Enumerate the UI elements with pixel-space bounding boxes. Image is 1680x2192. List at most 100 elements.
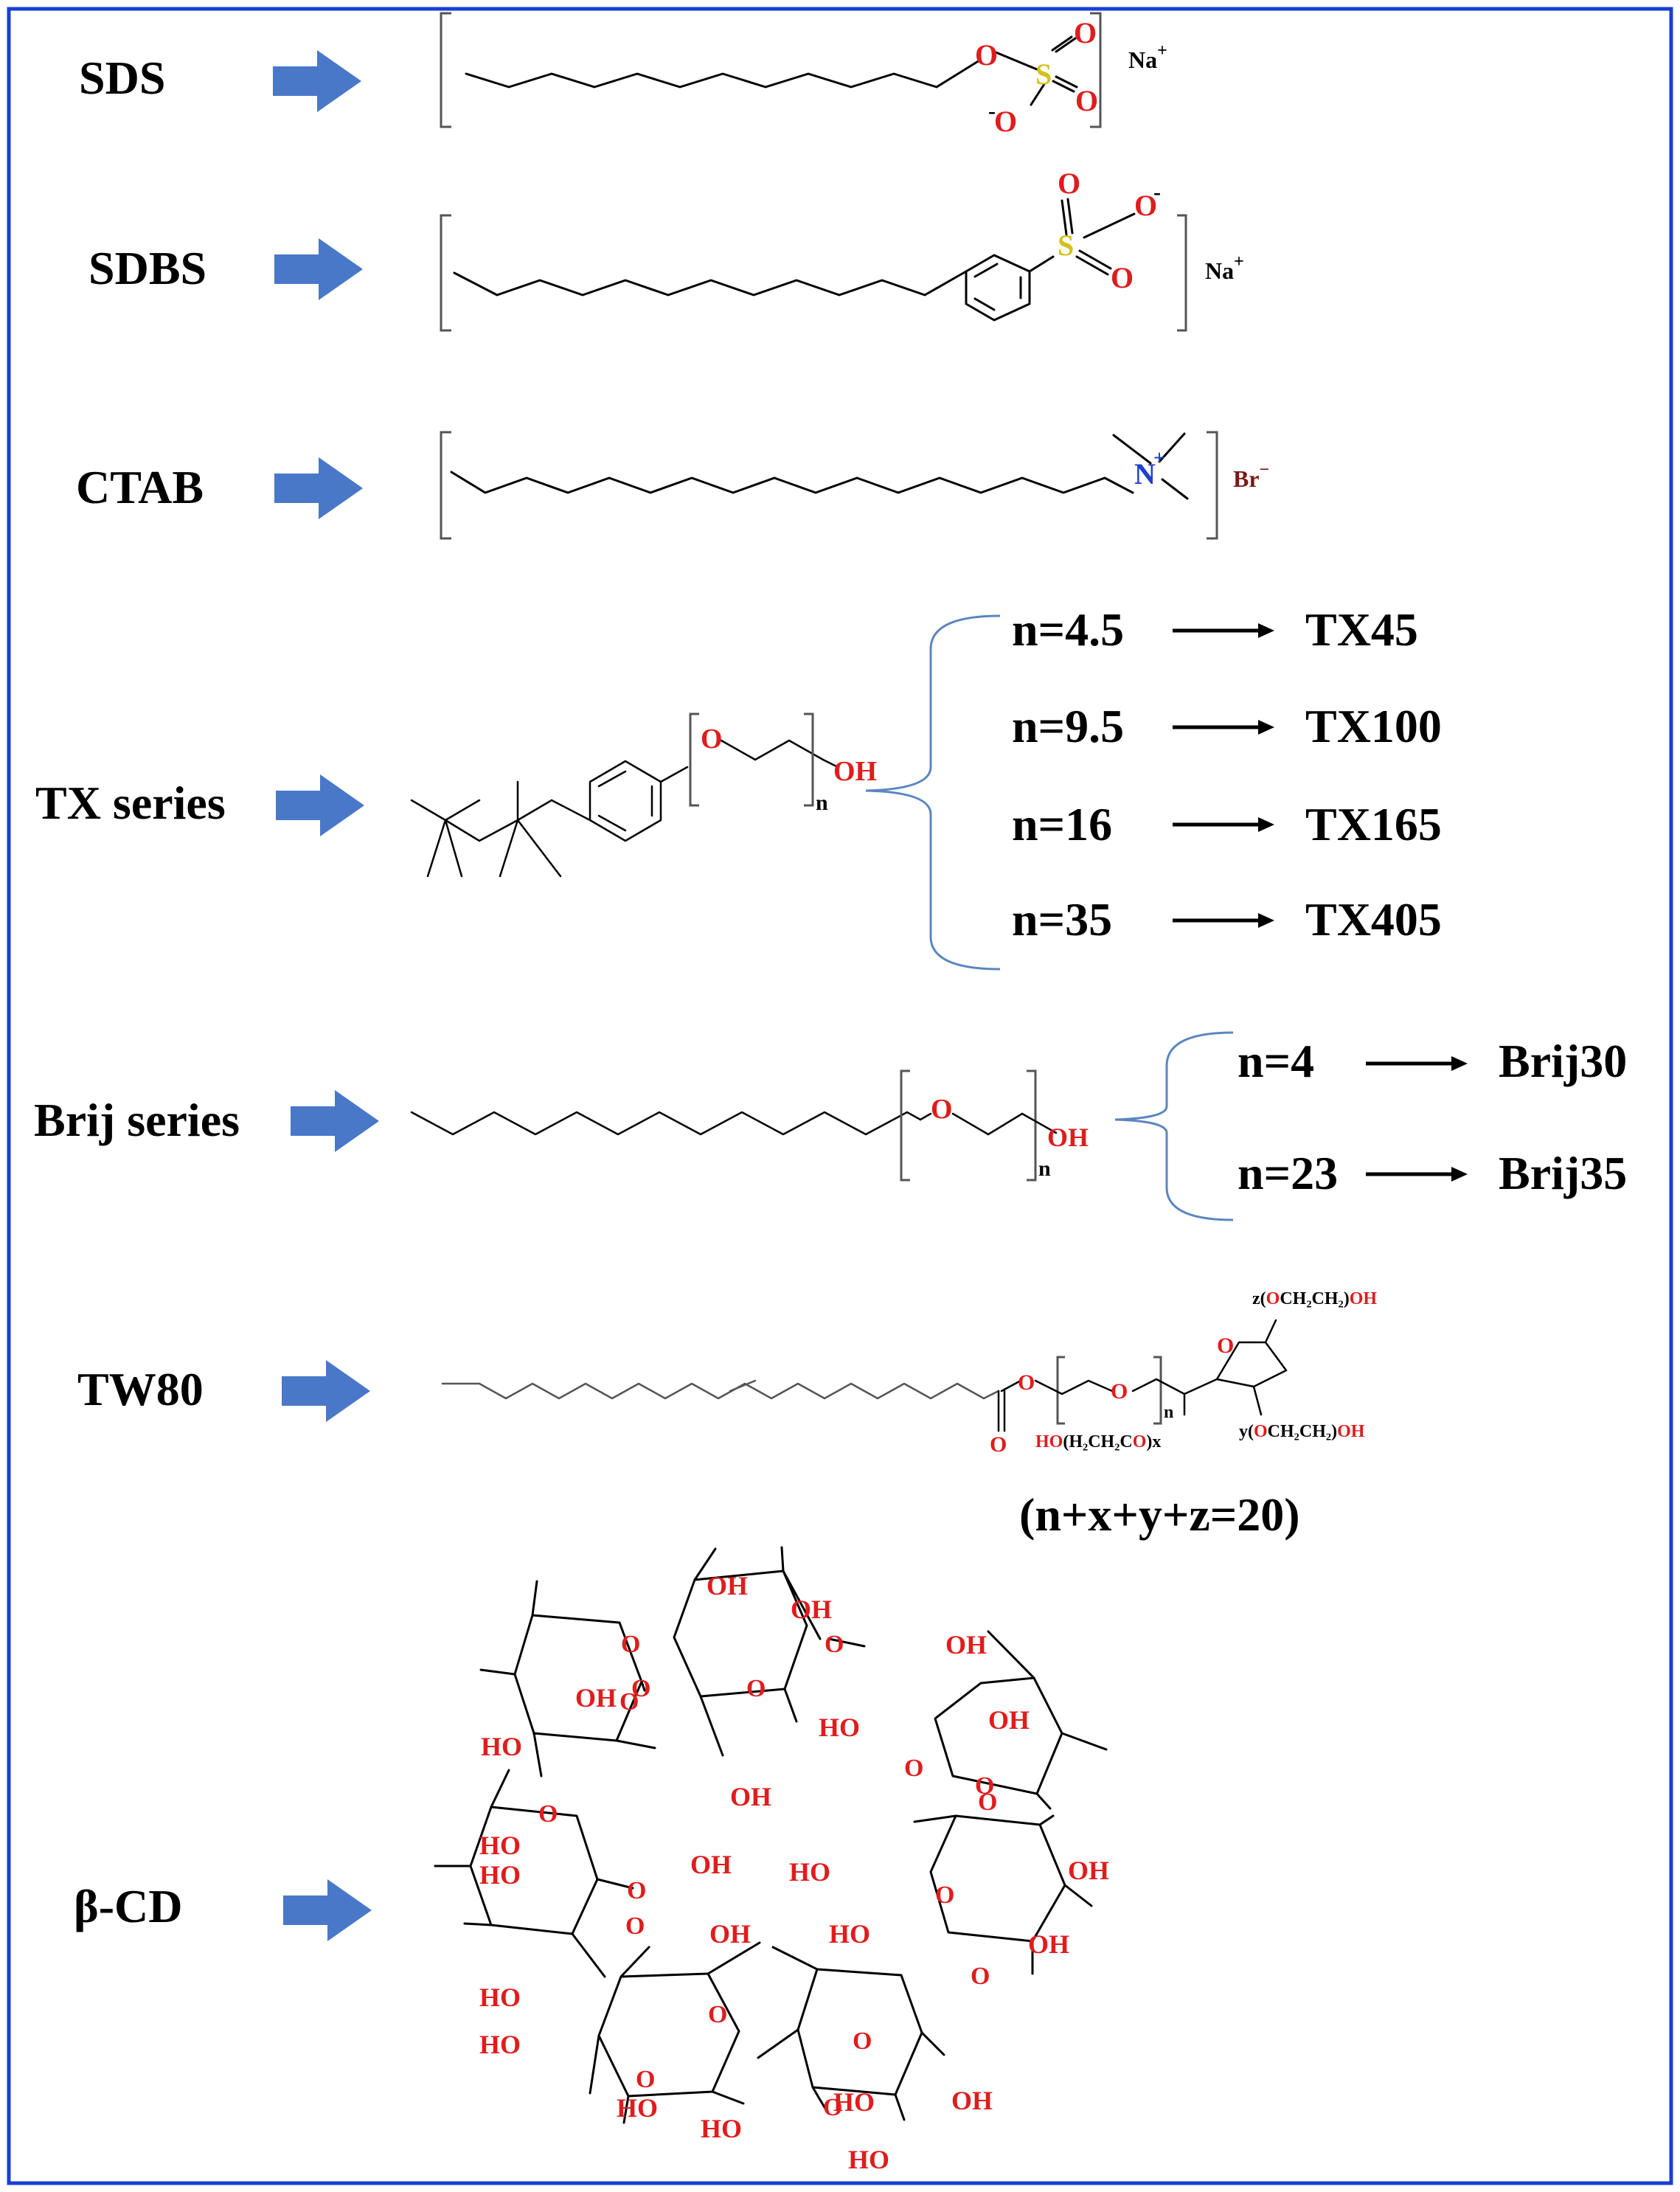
right-arrow-icon [1258,720,1274,735]
row-beta-cd: β-CD [74,1546,1109,2174]
brij-member-product: Brij30 [1499,1035,1627,1087]
tx-member-product: TX405 [1305,893,1442,946]
beta-cd-label-ho: HO [479,1860,521,1890]
row-brij-series: Brij series O OH n n=4 Brij30 n=23 Brij3… [34,1031,1627,1221]
brij-subscript-n: n [1038,1156,1051,1181]
tw80-label: TW80 [77,1363,204,1415]
figure-frame [7,7,1673,2185]
beta-cd-label-ho: HO [789,1857,830,1887]
beta-cd-label-o: O [625,1912,645,1940]
tw80-atom-o-ether: O [1111,1379,1128,1404]
brij-atom-o: O [931,1094,953,1125]
row-sdbs: SDBS S O O O - Na+ [88,167,1244,332]
tw80-atom-o-ester: O [1018,1370,1035,1395]
sdbs-counterion: Na+ [1205,252,1244,284]
tw80-subscript-n: n [1164,1403,1173,1422]
sds-atom-o3: O [1075,84,1098,117]
beta-cd-label-o: O [636,2066,655,2093]
ctab-atom-n: N [1134,457,1156,490]
sdbs-atom-o2: O [1134,189,1157,222]
brij-brace [1114,1031,1234,1221]
sdbs-charge: - [1153,180,1161,204]
beta-cd-label-o: O [971,1963,990,1990]
ctab-charge: + [1153,447,1165,470]
beta-cd-label-o: O [825,1631,844,1658]
tw80-arrow-icon [282,1360,370,1422]
sds-arrow-icon [273,50,361,112]
sdbs-atom-s: S [1058,229,1074,262]
tx-member-row: n=35 TX405 [1012,893,1442,946]
tw80-atom-o-ring: O [1217,1333,1234,1358]
tx-subscript-n: n [816,791,828,815]
brij-atom-oh: OH [1047,1123,1089,1152]
beta-cd-label-o: O [904,1755,923,1782]
brij-member-arrows [1366,1056,1468,1182]
tw80-structure: O O O O n z(OCH₂CH₂)OH y(OCH₂CH₂)OH HO(H… [441,1289,1377,1457]
tx-member-product: TX165 [1305,798,1442,850]
beta-cd-label-ho: HO [479,2030,521,2059]
tx-brace [865,614,1001,971]
tx-member-n: n=4.5 [1012,603,1124,656]
tx-member-n: n=35 [1012,893,1112,946]
beta-cd-label-oh: OH [791,1595,832,1624]
tx-member-row: n=16 TX165 [1012,798,1442,850]
right-arrow-icon [1451,1056,1468,1071]
right-arrow-icon [1258,623,1274,638]
beta-cd-label-o: O [975,1772,994,1800]
beta-cd-label-oh: OH [709,1919,751,1949]
brij-series-label: Brij series [34,1094,240,1146]
tx-members: n=4.5 TX45 n=9.5 TX100 n=16 TX165 n=35 T… [1012,603,1442,946]
ctab-label: CTAB [76,461,204,513]
ctab-structure: N + Br− [440,431,1269,540]
tx-member-n: n=9.5 [1012,700,1124,752]
sds-counterion: Na+ [1128,41,1167,73]
sds-label: SDS [79,52,165,104]
ctab-counterion: Br− [1233,460,1269,492]
tx-member-row: n=9.5 TX100 [1012,700,1442,752]
brij-member-n: n=4 [1238,1035,1314,1087]
beta-cd-label-oh: OH [988,1705,1030,1735]
tx-series-label: TX series [35,777,226,829]
brij-member-row: n=23 Brij35 [1238,1147,1627,1199]
beta-cd-label-ho: HO [481,1732,522,1761]
right-arrow-icon [1258,817,1274,832]
tx-atom-o: O [701,724,723,755]
beta-cd-label-oh: OH [690,1850,732,1879]
brij-member-row: n=4 Brij30 [1238,1035,1627,1087]
sdbs-atom-o1: O [1058,167,1080,200]
brij-structure: O OH n [410,1069,1089,1182]
tx-structure: O OH n [410,712,877,878]
beta-cd-label-o: O [978,1789,997,1816]
tw80-group-x: HO(H₂CH₂CO)x [1035,1432,1161,1451]
sds-charge: - [988,99,996,123]
beta-cd-label-ho: HO [848,2145,889,2174]
beta-cd-label-o: O [853,2028,872,2055]
beta-cd-label-ho: HO [479,1983,521,2012]
sds-atom-s: S [1035,58,1052,91]
tx-member-product: TX100 [1305,700,1442,752]
brij-members: n=4 Brij30 n=23 Brij35 [1238,1035,1627,1199]
beta-cd-label-ho: HO [819,1713,860,1742]
beta-cd-label-ho: HO [701,2114,742,2143]
beta-cd-label-ho: HO [833,2087,875,2117]
beta-cd-label-oh: OH [951,2086,993,2115]
brij-member-product: Brij35 [1499,1147,1627,1199]
tx-series-arrow-icon [276,774,364,836]
ctab-arrow-icon [274,457,363,519]
beta-cd-label-o: O [619,1688,639,1716]
beta-cd-label-ho: HO [617,2093,658,2123]
tx-atom-oh: OH [833,756,877,787]
right-arrow-icon [1451,1167,1468,1182]
beta-cd-structure: OH OH OH OH OH OH OH OH OH OH OH HO HO H… [434,1546,1109,2174]
brij-series-arrow-icon [291,1090,379,1152]
tx-member-product: TX45 [1305,603,1418,656]
tx-member-row: n=4.5 TX45 [1012,603,1418,656]
tw80-group-z: z(OCH₂CH₂)OH [1252,1289,1377,1308]
sdbs-structure: S O O O - Na+ [440,167,1244,332]
tw80-atom-o-carbonyl: O [990,1432,1007,1457]
beta-cd-label-oh: OH [1068,1856,1109,1885]
row-tx-series: TX series O OH n [35,603,1442,971]
tx-member-n: n=16 [1012,798,1112,850]
beta-cd-label-o: O [708,2001,727,2028]
